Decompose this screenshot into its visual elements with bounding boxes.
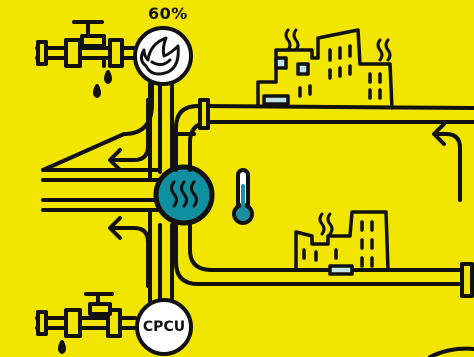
steam-icon-center [170, 180, 198, 208]
bottom-supply-pipe [35, 308, 137, 338]
top-water-drops-icon [93, 70, 112, 98]
left-horizontal-pipes [41, 168, 160, 212]
lower-buildings-icon [294, 210, 390, 276]
thermometer-icon [232, 168, 254, 225]
corner-decoration [428, 346, 474, 357]
bottom-water-drop-icon [58, 340, 66, 354]
bottom-gauge-label: CPCU [142, 319, 186, 335]
vertical-pipes-bottom [148, 211, 174, 304]
top-supply-pipe [35, 38, 137, 68]
return-arrow-bottom-icon [108, 216, 150, 288]
top-valve-icon [72, 20, 106, 68]
top-gauge-label: 60% [148, 4, 188, 23]
upper-network-pipes [174, 98, 474, 172]
lower-network-pipes [174, 220, 474, 298]
bottom-valve-icon [84, 292, 114, 316]
upper-steam-icon [284, 28, 392, 62]
upper-buildings-icon [256, 28, 394, 110]
return-arrow-right-upper-icon [432, 122, 462, 202]
vertical-pipes-top [41, 82, 174, 182]
return-arrow-top-icon [108, 98, 150, 172]
bottom-gauge-circle [135, 298, 193, 356]
lower-steam-icon [318, 212, 334, 236]
flame-icon [139, 36, 180, 76]
